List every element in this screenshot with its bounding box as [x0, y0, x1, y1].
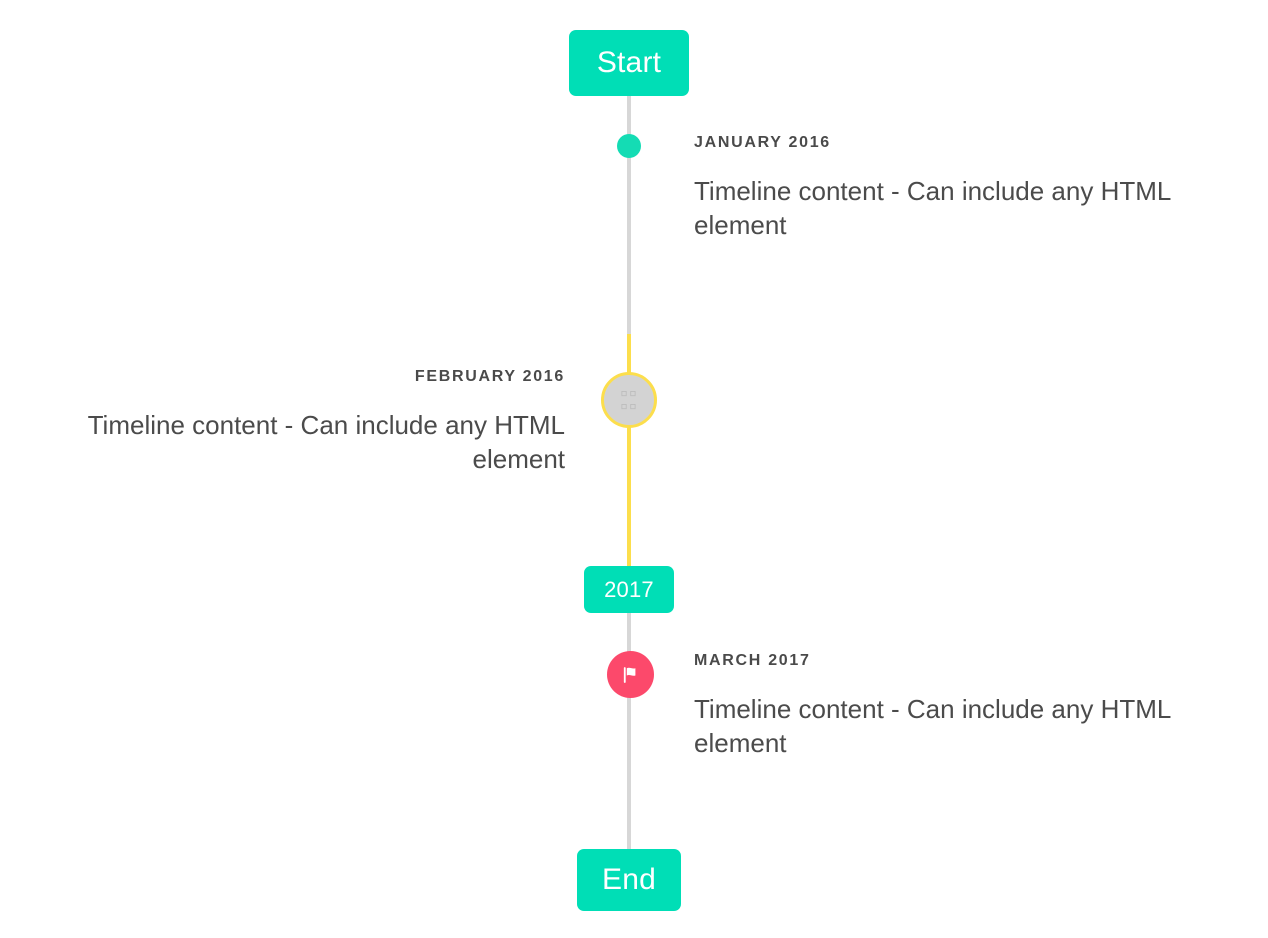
timeline-entry-body: Timeline content - Can include any HTML …: [694, 175, 1171, 241]
timeline-entry-february-2016: February 2016 Timeline content - Can inc…: [24, 368, 565, 477]
timeline-spine-segment-gray-lower: [627, 610, 631, 851]
timeline-marker-january-2016[interactable]: [617, 134, 641, 158]
timeline-end-badge[interactable]: End: [577, 849, 681, 911]
timeline-spine-segment-gray-upper: [627, 92, 631, 338]
timeline-entry-body: Timeline content - Can include any HTML …: [694, 693, 1171, 759]
timeline-start-badge[interactable]: Start: [569, 30, 689, 96]
missing-glyph-icon: ▫▫▫▫: [620, 386, 638, 414]
timeline-entry-body: Timeline content - Can include any HTML …: [87, 409, 565, 475]
timeline-entry-january-2016: January 2016 Timeline content - Can incl…: [694, 134, 1234, 243]
timeline-marker-february-2016[interactable]: ▫▫▫▫: [601, 372, 657, 428]
timeline-marker-march-2017[interactable]: [607, 651, 654, 698]
timeline-entry-date: March 2017: [694, 652, 811, 669]
timeline-spine-segment-yellow: [627, 334, 631, 568]
timeline-entry-march-2017: March 2017 Timeline content - Can includ…: [694, 652, 1234, 761]
timeline-entry-date: February 2016: [414, 368, 565, 385]
timeline-year-badge-2017[interactable]: 2017: [584, 566, 674, 613]
timeline-entry-date: January 2016: [694, 134, 831, 151]
flag-icon: [623, 666, 635, 683]
